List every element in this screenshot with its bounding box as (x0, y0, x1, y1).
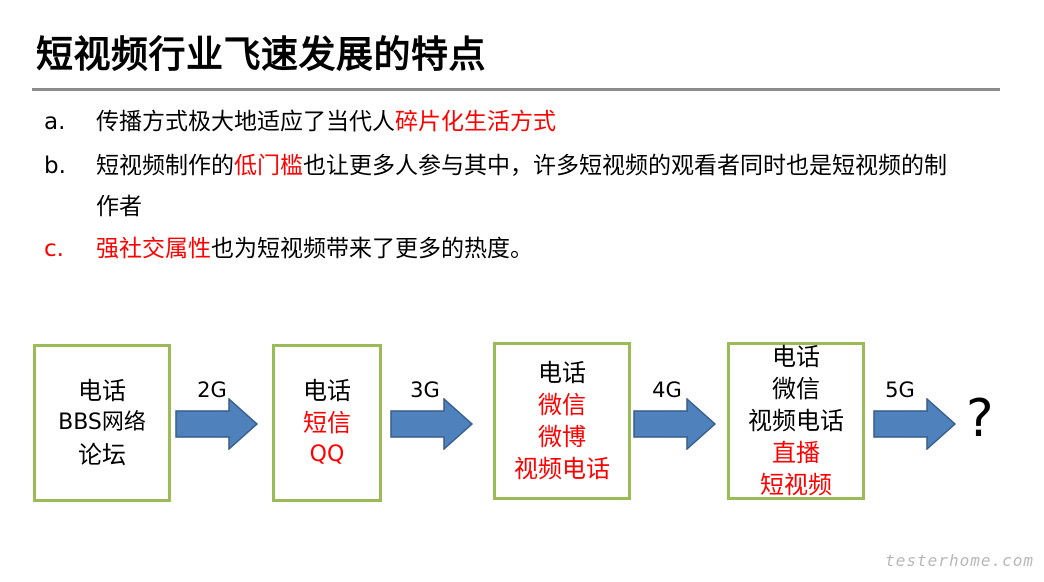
era-box-5g: 电话 微信 视频电话 直播 短视频 (727, 342, 865, 500)
box-line-highlight: 微博 (538, 423, 586, 451)
box-line: 电话 (303, 377, 351, 405)
era-box-2g: 电话 BBS网络 论坛 (33, 344, 171, 502)
bullet-text: 传播方式极大地适应了当代人碎片化生活方式 (96, 102, 556, 143)
bullet-b: b. 短视频制作的低门槛也让更多人参与其中，许多短视频的观看者同时也是短视频的制… (44, 146, 1024, 228)
box-line: 电话 (78, 377, 126, 405)
arrow-icon (175, 398, 259, 450)
gen-label-5g: 5G (885, 378, 915, 402)
bullet-text: 强社交属性也为短视频带来了更多的热度。 (96, 229, 533, 270)
box-line: 电话 (772, 343, 820, 371)
box-line-highlight: 视频电话 (514, 455, 610, 483)
bullet-marker: a. (44, 109, 66, 135)
bullet-text-normal: 也为短视频带来了更多的热度。 (211, 236, 533, 262)
bullet-text-highlight: 低门槛 (234, 153, 303, 179)
gen-label-3g: 3G (410, 378, 440, 402)
bullet-text-normal: 作者 (96, 194, 142, 220)
arrow-icon (873, 398, 957, 450)
gen-label-4g: 4G (652, 378, 682, 402)
question-mark: ? (966, 389, 994, 449)
bullet-marker: b. (44, 153, 66, 179)
box-line: 微信 (772, 375, 820, 403)
bullet-a: a. 传播方式极大地适应了当代人碎片化生活方式 (44, 102, 1024, 143)
era-box-4g: 电话 微信 微博 视频电话 (493, 342, 631, 500)
bullet-marker: c. (44, 236, 64, 262)
box-line: BBS网络 (58, 410, 146, 435)
box-line: 电话 (538, 359, 586, 387)
box-line: 视频电话 (748, 407, 844, 435)
box-line-highlight: 微信 (538, 391, 586, 419)
bullet-text-normal: 短视频制作的 (96, 153, 234, 179)
bullet-text-normal: 传播方式极大地适应了当代人 (96, 109, 395, 135)
gen-label-2g: 2G (197, 378, 227, 402)
bullet-c: c. 强社交属性也为短视频带来了更多的热度。 (44, 229, 1024, 270)
box-line-highlight: QQ (309, 442, 345, 467)
bullet-text-highlight: 强社交属性 (96, 236, 211, 262)
box-line-highlight: 短信 (303, 409, 351, 437)
title-divider (32, 88, 1000, 91)
watermark: testerhome.com (885, 551, 1034, 570)
slide-title: 短视频行业飞速发展的特点 (36, 33, 486, 76)
arrow-icon (633, 398, 717, 450)
box-line-highlight: 短视频 (760, 471, 832, 499)
box-line-highlight: 直播 (772, 439, 820, 467)
era-box-3g: 电话 短信 QQ (272, 344, 382, 502)
bullet-text: 短视频制作的低门槛也让更多人参与其中，许多短视频的观看者同时也是短视频的制作者 (96, 146, 947, 228)
bullet-text-highlight: 碎片化生活方式 (395, 109, 556, 135)
box-line: 论坛 (78, 441, 126, 469)
bullet-text-normal: 也让更多人参与其中，许多短视频的观看者同时也是短视频的制 (303, 153, 947, 179)
arrow-icon (390, 398, 474, 450)
